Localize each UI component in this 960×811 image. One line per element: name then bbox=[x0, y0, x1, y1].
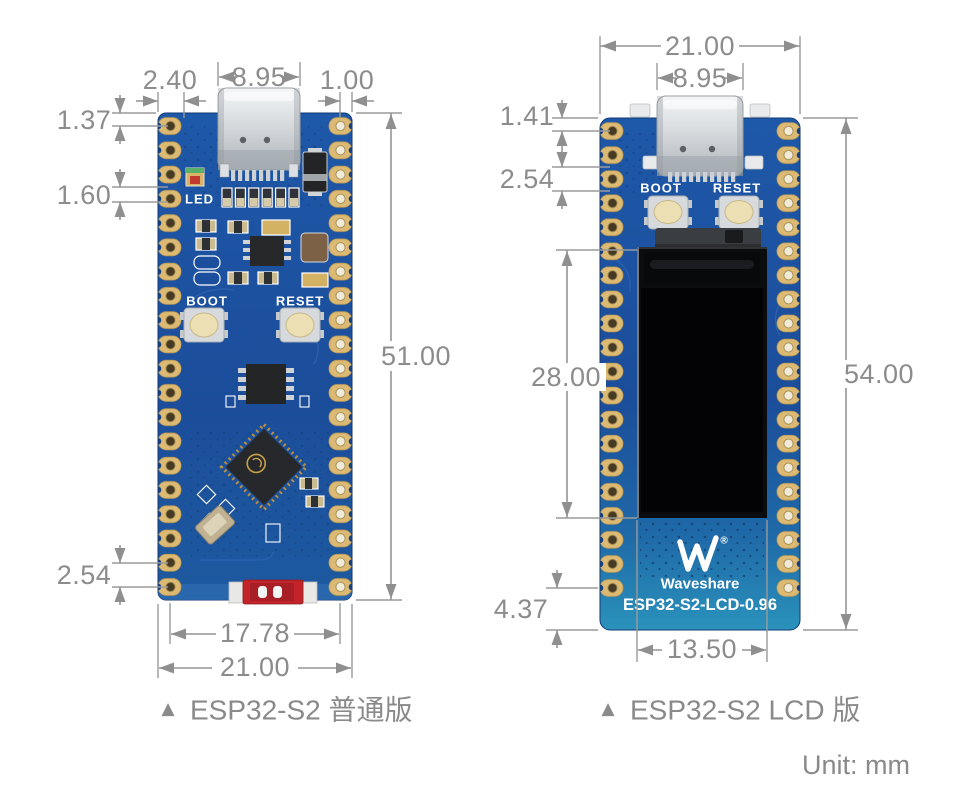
dim-usb-width: 8.95 bbox=[217, 62, 301, 92]
pin-column-left bbox=[158, 113, 184, 600]
usb-solder-pins bbox=[668, 172, 736, 182]
dim-edge-right: 1.00 bbox=[318, 65, 374, 118]
svg-text:1.60: 1.60 bbox=[57, 180, 112, 210]
dim-pad-edge: 2.40 bbox=[136, 65, 206, 118]
dim-pin-mid: 1.60 bbox=[57, 169, 168, 220]
svg-text:21.00: 21.00 bbox=[220, 652, 290, 682]
dim-board-width: 21.00 bbox=[157, 604, 353, 682]
model-label: ESP32-S2-LCD-0.96 bbox=[623, 596, 777, 614]
boot-button bbox=[644, 195, 692, 230]
usb-c-connector bbox=[629, 95, 771, 182]
reset-label: RESET bbox=[713, 181, 761, 196]
usb-solder-pins bbox=[231, 170, 285, 181]
via-field bbox=[640, 522, 764, 578]
pin-column-right bbox=[326, 113, 352, 600]
svg-text:1.37: 1.37 bbox=[57, 105, 112, 135]
svg-text:17.78: 17.78 bbox=[220, 618, 290, 648]
svg-text:21.00: 21.00 bbox=[665, 31, 735, 61]
svg-text:4.37: 4.37 bbox=[494, 594, 549, 624]
reset-button bbox=[715, 195, 763, 230]
dim-pin-span: 17.78 bbox=[169, 603, 341, 648]
boot-button bbox=[180, 307, 228, 343]
svg-text:13.50: 13.50 bbox=[667, 634, 737, 664]
passive-components bbox=[193, 219, 329, 288]
lcd-screen bbox=[637, 228, 767, 518]
led-label: LED bbox=[185, 192, 214, 207]
pin-column-left bbox=[600, 118, 626, 600]
boot-label: BOOT bbox=[186, 294, 228, 309]
left-board-caption: ESP32-S2 普通版 bbox=[190, 695, 413, 726]
boot-label: BOOT bbox=[640, 181, 682, 196]
svg-text:1.41: 1.41 bbox=[500, 101, 555, 131]
reset-label: RESET bbox=[276, 294, 324, 309]
svg-text:54.00: 54.00 bbox=[844, 359, 914, 389]
left-dimensions: 2.40 8.95 1.00 1.37 1.60 bbox=[57, 62, 455, 682]
dim-lcd-width: 13.50 bbox=[636, 520, 768, 664]
reset-button bbox=[276, 307, 324, 343]
left-board-group: LED bbox=[157, 87, 353, 605]
pin-column-right bbox=[774, 118, 800, 600]
dim-edge-bottom: 4.37 bbox=[494, 570, 598, 648]
svg-text:51.00: 51.00 bbox=[381, 341, 451, 371]
registered-mark: ® bbox=[720, 536, 728, 547]
dim-pin-top: 1.41 bbox=[500, 100, 610, 149]
dim-usb-width: 8.95 bbox=[656, 63, 744, 93]
flash-chip bbox=[225, 364, 310, 408]
svg-text:28.00: 28.00 bbox=[531, 362, 601, 392]
waveshare-logo-icon bbox=[677, 535, 719, 572]
dim-pin-pitch: 2.54 bbox=[500, 149, 610, 209]
svg-text:2.54: 2.54 bbox=[57, 560, 112, 590]
diode bbox=[302, 148, 328, 196]
right-board-group: BOOT RESET ® bbox=[599, 95, 801, 631]
regulator-ic bbox=[243, 236, 291, 266]
dim-board-width: 21.00 bbox=[599, 31, 801, 114]
dim-board-height: 51.00 bbox=[356, 112, 455, 601]
right-dimensions: 21.00 8.95 1.41 2.54 28.0 bbox=[494, 31, 918, 664]
smd-capacitor-row bbox=[221, 187, 300, 208]
red-jumper-component bbox=[228, 579, 318, 605]
right-board-caption: ESP32-S2 LCD 版 bbox=[630, 695, 860, 726]
svg-text:2.40: 2.40 bbox=[143, 65, 198, 95]
svg-text:1.00: 1.00 bbox=[320, 65, 375, 95]
esp32-chip bbox=[219, 422, 309, 512]
svg-text:8.95: 8.95 bbox=[232, 62, 287, 92]
crystal-oscillator bbox=[195, 505, 235, 545]
led-indicator bbox=[185, 167, 205, 187]
svg-text:2.54: 2.54 bbox=[500, 164, 555, 194]
unit-note: Unit: mm bbox=[802, 750, 910, 780]
dim-pin-pitch: 2.54 bbox=[57, 545, 168, 605]
lcd-display-area bbox=[641, 288, 763, 512]
brand-label: Waveshare bbox=[661, 576, 740, 593]
svg-text:8.95: 8.95 bbox=[673, 63, 728, 93]
usb-c-connector bbox=[217, 87, 301, 181]
caption-marker-icon: ▲ bbox=[161, 699, 175, 719]
dim-lcd-height: 28.00 bbox=[528, 249, 637, 519]
dim-pin-top: 1.37 bbox=[57, 95, 168, 144]
dim-board-height: 54.00 bbox=[803, 117, 918, 631]
captions: ▲ ESP32-S2 普通版 ▲ ESP32-S2 LCD 版 Unit: mm bbox=[161, 695, 910, 781]
caption-marker-icon: ▲ bbox=[601, 699, 615, 719]
